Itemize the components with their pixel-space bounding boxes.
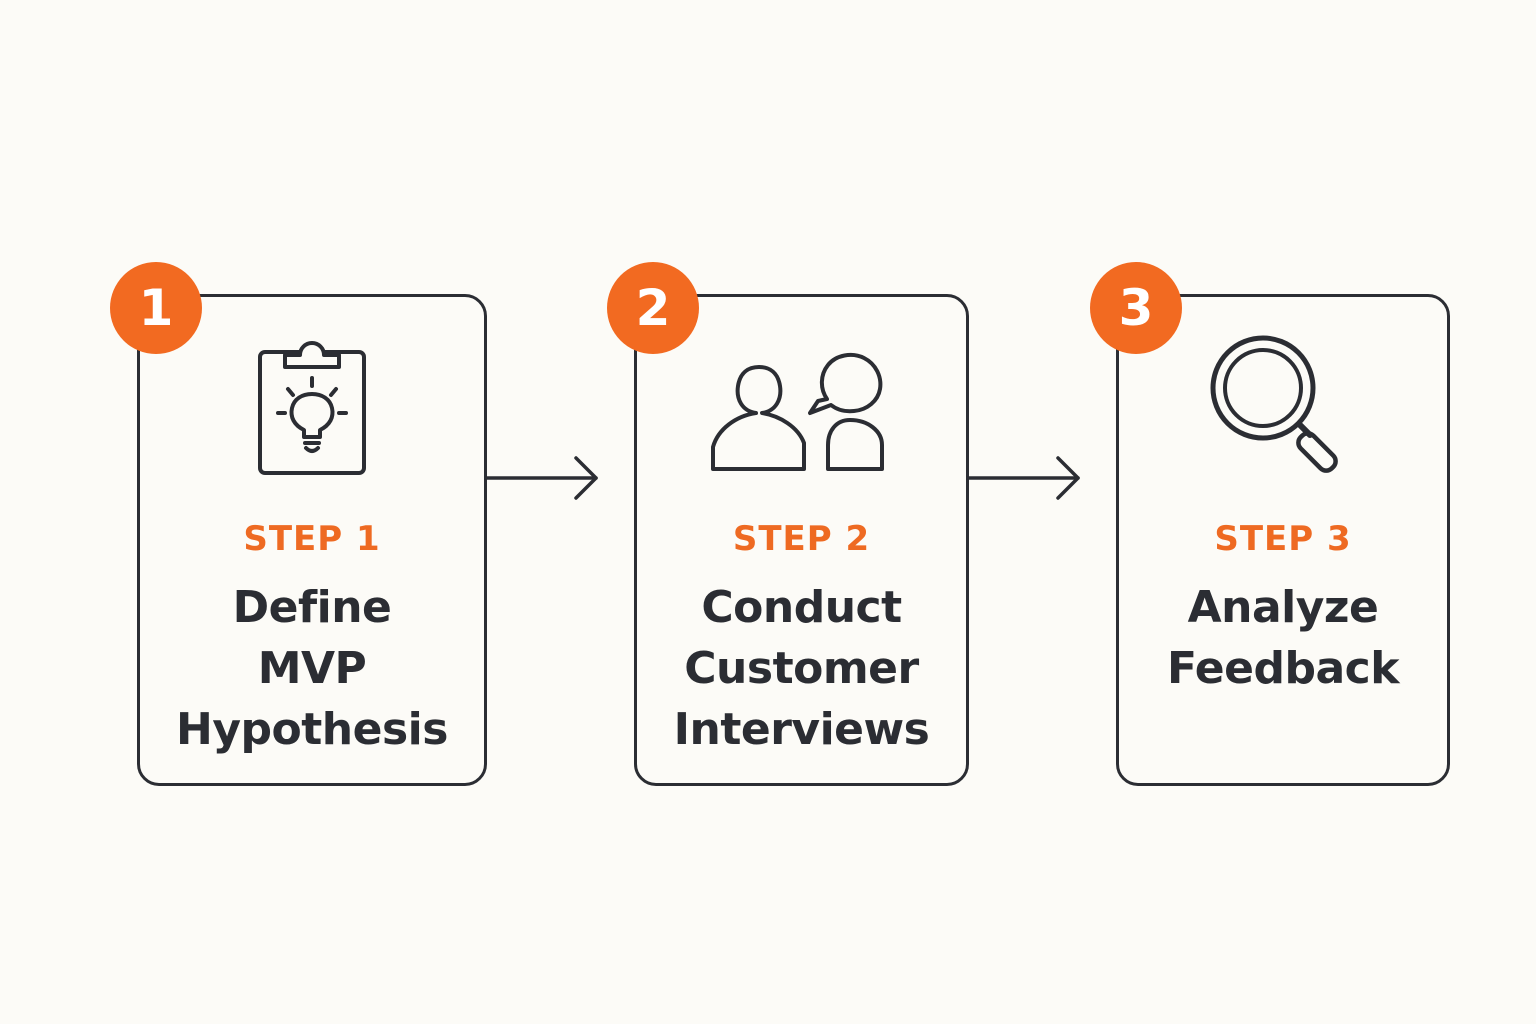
step-1-title-line: Define [232,582,392,633]
step-1-title-line: MVP [257,643,367,694]
step-3-card: STEP 3 Analyze Feedback [1116,294,1450,786]
step-1-title-line: Hypothesis [176,704,448,755]
step-1-label: STEP 1 [243,519,381,559]
clipboard-lightbulb-icon [140,333,484,483]
step-2-title: Conduct Customer Interviews [637,577,966,760]
step-2-title-line: Interviews [673,704,930,755]
arrow-right-icon [482,452,604,508]
step-2-title-line: Customer [684,643,919,694]
magnifying-glass-icon [1119,333,1447,483]
step-3-label: STEP 3 [1214,519,1352,559]
step-1-title: Define MVP Hypothesis [140,577,484,760]
step-2-title-line: Conduct [701,582,902,633]
step-3-title-line: Analyze [1187,582,1379,633]
arrow-right-icon [964,452,1086,508]
step-3-title-line: Feedback [1167,643,1399,694]
step-1-card: STEP 1 Define MVP Hypothesis [137,294,487,786]
step-3-title: Analyze Feedback [1119,577,1447,699]
step-2-card: STEP 2 Conduct Customer Interviews [634,294,969,786]
step-2-number-badge: 2 [607,262,699,354]
step-1-number-badge: 1 [110,262,202,354]
people-speech-icon [637,333,966,483]
step-3-number-badge: 3 [1090,262,1182,354]
step-2-label: STEP 2 [732,519,871,559]
